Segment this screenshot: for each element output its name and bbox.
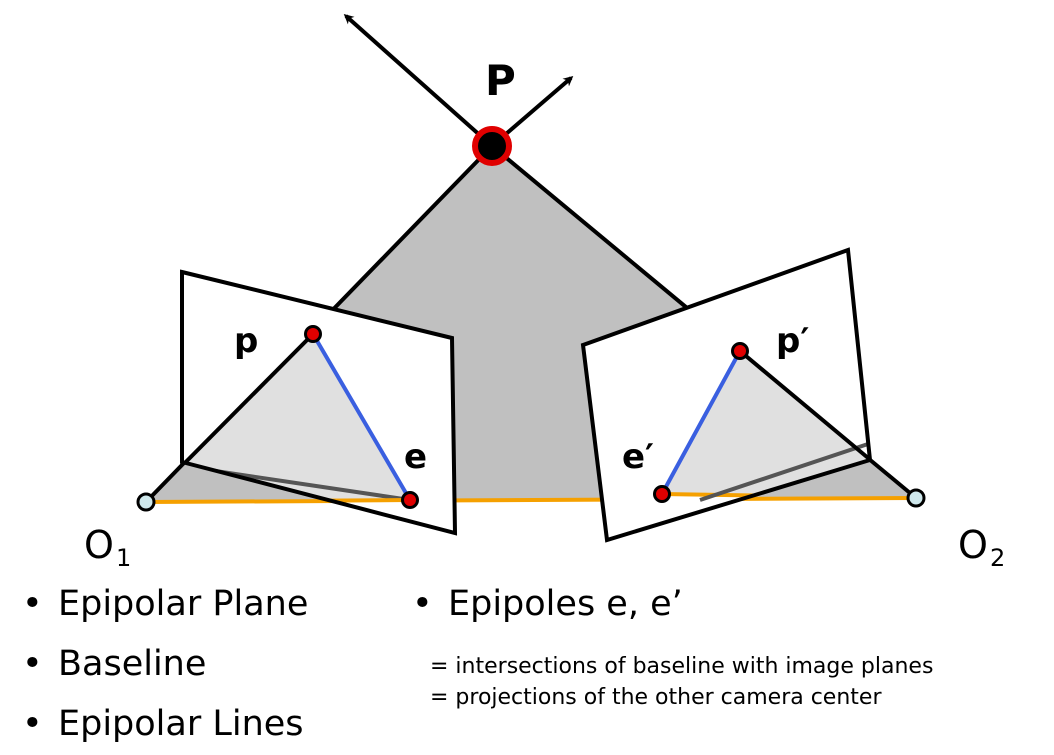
left-image-plane [180,269,458,536]
label-O2-main: O [958,523,988,567]
camera-center-O2 [906,488,926,508]
label-O2-subscript: 2 [990,544,1005,572]
camera-center-O1 [136,492,156,512]
epipolar-line-left [311,332,412,502]
baseline [145,496,917,504]
bullet-marker: • [22,584,43,624]
bullet-marker: • [412,584,433,624]
point-P [472,126,512,166]
label-O2: O 2 [958,523,1005,572]
bullet-item: • Epipolar Plane [22,584,308,624]
epipolar-line-right [660,350,742,495]
bullet-item: • Epipolar Lines [22,704,304,744]
label-p-prime: p′ [776,321,809,361]
bullet-text: Epipoles e, e’ [448,584,683,624]
epipole-note: = intersections of baseline with image p… [430,654,934,679]
bullet-marker: • [22,644,43,684]
point-e-prime [653,485,671,503]
label-O1-main: O [84,523,114,567]
label-e-prime: e′ [622,437,654,477]
arrow-upper-left [343,14,494,148]
point-e [401,491,419,509]
point-p-prime [731,342,749,360]
epipolar-geometry-diagram: P p e p′ e′ O 1 O 2 [84,14,1005,572]
bullet-text: Baseline [58,644,207,684]
bullet-text: Epipolar Plane [58,584,309,624]
bullet-item: • Epipoles e, e’ [412,584,683,624]
label-e: e [404,437,427,477]
label-P: P [485,56,516,105]
label-O1-subscript: 1 [116,544,131,572]
bullet-marker: • [22,704,43,744]
bullet-item: • Baseline [22,644,206,684]
epipole-note: = projections of the other camera center [430,685,882,710]
point-p [304,325,322,343]
label-O1: O 1 [84,523,131,572]
bullet-text: Epipolar Lines [58,704,304,744]
label-p: p [234,321,258,361]
